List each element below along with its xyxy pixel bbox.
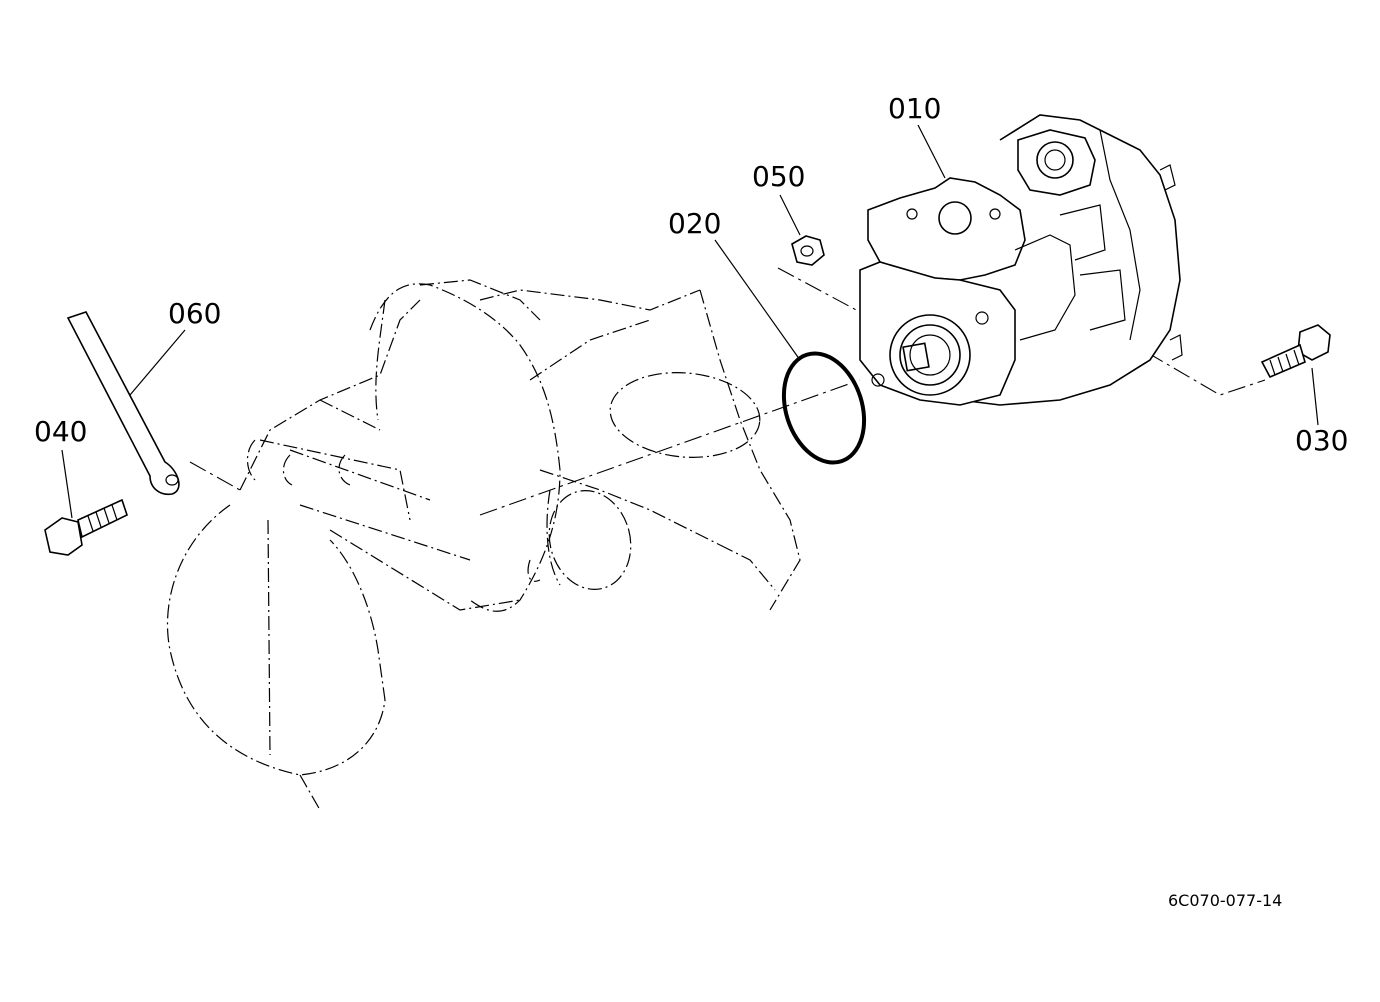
callout-040: 040 xyxy=(34,415,87,448)
callout-010: 010 xyxy=(888,92,941,125)
strap-part xyxy=(66,311,180,496)
leader-lines xyxy=(61,124,1319,519)
transmission-housing-phantom xyxy=(166,279,801,811)
right-bolt-part xyxy=(1260,324,1331,379)
left-bolt-part xyxy=(44,498,128,556)
nut-part xyxy=(791,235,825,266)
callout-030: 030 xyxy=(1295,424,1348,457)
callout-020: 020 xyxy=(668,207,721,240)
drawing-code: 6C070-077-14 xyxy=(1168,891,1282,910)
callout-050: 050 xyxy=(752,160,805,193)
callout-060: 060 xyxy=(168,297,221,330)
hydraulic-pump-part xyxy=(859,114,1183,406)
oring-part xyxy=(781,351,867,465)
